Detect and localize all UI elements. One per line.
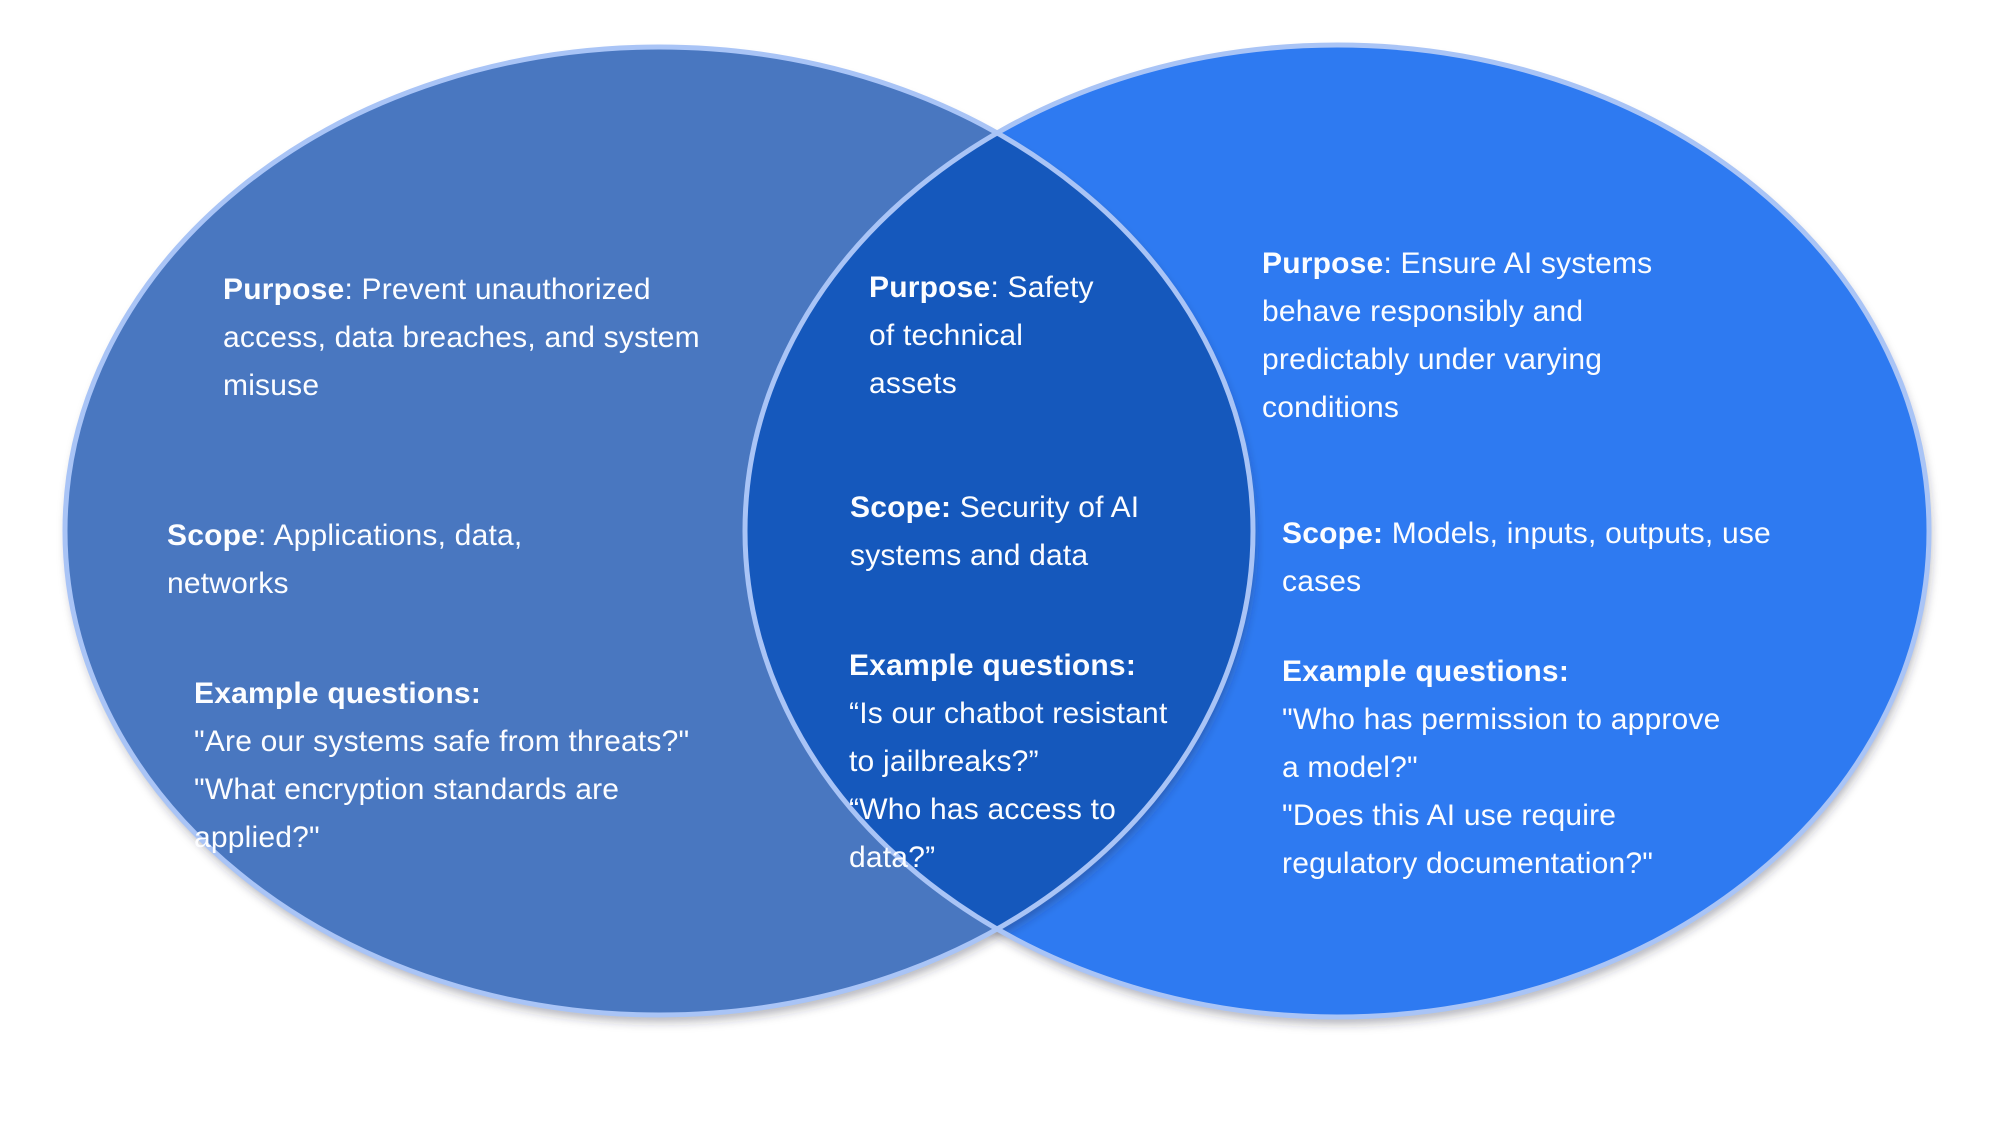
left-scope-label: Scope bbox=[167, 519, 259, 552]
overlap-region bbox=[745, 47, 1253, 1015]
right-purpose-label: Purpose bbox=[1262, 247, 1384, 280]
right-examples-label: Example questions: bbox=[1282, 655, 1570, 688]
left-examples-text: "Are our systems safe from threats?" "Wh… bbox=[194, 725, 690, 854]
left-circle-outline bbox=[62, 44, 1256, 1018]
overlap-scope-block: Scope: Security of AI systems and data bbox=[850, 436, 1220, 580]
overlap-examples-label: Example questions: bbox=[849, 649, 1137, 682]
right-purpose-text: : Ensure AI systems behave responsibly a… bbox=[1262, 247, 1653, 424]
right-circle-outline bbox=[742, 42, 1932, 1020]
overlap-purpose-block: Purpose: Safety of technical assets bbox=[869, 216, 1179, 408]
left-scope-block: Scope: Applications, data, networks bbox=[167, 464, 667, 608]
left-examples-block: Example questions: "Are our systems safe… bbox=[194, 622, 774, 862]
right-purpose-block: Purpose: Ensure AI systems behave respon… bbox=[1262, 192, 1802, 432]
right-scope-text: Models, inputs, outputs, use cases bbox=[1282, 517, 1771, 598]
left-scope-text: : Applications, data, networks bbox=[167, 519, 523, 600]
left-purpose-block: Purpose: Prevent unauthorized access, da… bbox=[223, 218, 768, 410]
left-purpose-label: Purpose bbox=[223, 273, 345, 306]
right-scope-label: Scope: bbox=[1282, 517, 1384, 550]
left-purpose-text: : Prevent unauthorized access, data brea… bbox=[223, 273, 700, 402]
overlap-examples-text: “Is our chatbot resistant to jailbreaks?… bbox=[849, 697, 1168, 874]
right-examples-block: Example questions: "Who has permission t… bbox=[1282, 600, 1872, 888]
left-examples-label: Example questions: bbox=[194, 677, 482, 710]
overlap-purpose-label: Purpose bbox=[869, 271, 991, 304]
overlap-scope-label: Scope: bbox=[850, 491, 952, 524]
overlap-scope-text: Security of AI systems and data bbox=[850, 491, 1140, 572]
right-scope-block: Scope: Models, inputs, outputs, use case… bbox=[1282, 462, 1872, 606]
overlap-purpose-text: : Safety of technical assets bbox=[869, 271, 1094, 400]
overlap-examples-block: Example questions: “Is our chatbot resis… bbox=[849, 594, 1259, 882]
right-examples-text: "Who has permission to approve a model?"… bbox=[1282, 703, 1721, 880]
